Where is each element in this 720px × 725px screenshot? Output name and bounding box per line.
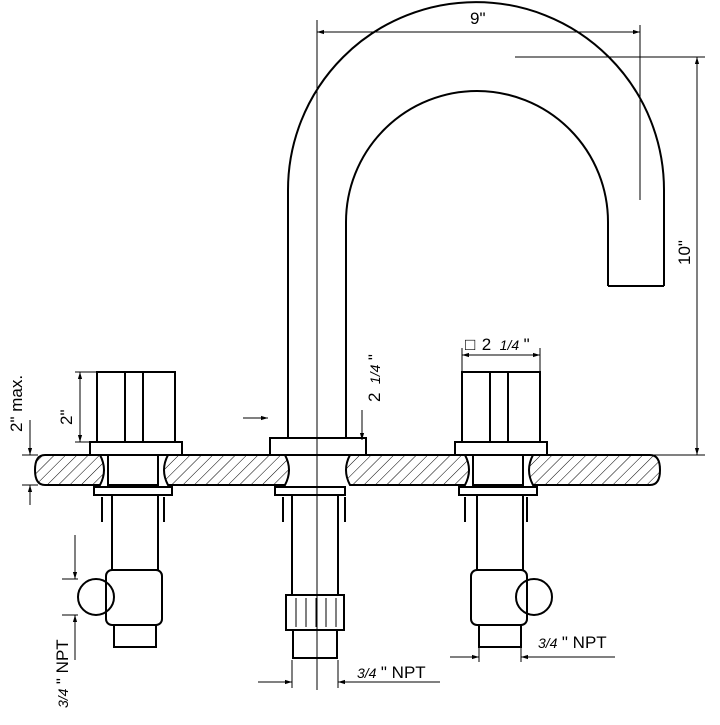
right-mount-nut xyxy=(458,486,538,496)
left-mount-nut xyxy=(93,486,173,496)
spout-npt-label: 3/4 " NPT xyxy=(357,663,426,682)
right-handle-assembly xyxy=(454,371,553,648)
spout-base-plate xyxy=(269,437,367,456)
right-outlet-port xyxy=(515,578,553,616)
dimension-lines xyxy=(22,25,705,688)
left-valve-body-upper xyxy=(111,494,159,571)
countertop xyxy=(33,454,662,486)
handle-height-label: 2" xyxy=(57,410,76,426)
left-handle-escutcheon xyxy=(89,441,183,456)
deck-section-left xyxy=(33,454,105,486)
spout-outer-curve xyxy=(287,1,665,438)
handle-square-label: □ 2 1/4 " xyxy=(465,335,530,354)
right-handle xyxy=(461,371,541,443)
spout-shank xyxy=(291,494,339,596)
spout-mount-nut xyxy=(274,486,346,496)
left-valve-stem-through-deck xyxy=(107,454,159,486)
left-npt-label: 3/4 " NPT xyxy=(53,639,72,708)
left-handle xyxy=(96,371,176,443)
deck-section-mid-right xyxy=(345,454,470,486)
right-valve-stem-through-deck xyxy=(472,454,524,486)
deck-thickness-label: 2" max. xyxy=(7,375,26,432)
right-valve-bottom xyxy=(478,624,522,648)
spout-inner-curve xyxy=(345,90,609,438)
spout xyxy=(269,1,665,690)
deck-section-mid-left xyxy=(163,454,290,486)
left-valve-bottom xyxy=(113,624,157,648)
right-npt-label: 3/4 " NPT xyxy=(538,633,607,652)
spout-supply-pipe xyxy=(292,629,338,659)
square-symbol-icon: □ xyxy=(465,335,475,354)
right-handle-escutcheon xyxy=(454,441,548,456)
deck-section-right xyxy=(528,454,662,486)
right-valve-body xyxy=(470,569,528,626)
spout-coupling xyxy=(285,594,345,631)
spout-base-label: 2 1/4 " xyxy=(365,354,384,402)
height-label: 10" xyxy=(675,240,694,265)
left-handle-assembly xyxy=(77,371,183,648)
left-outlet-port xyxy=(77,578,115,616)
reach-label: 9" xyxy=(470,9,486,28)
right-valve-body-upper xyxy=(476,494,524,571)
